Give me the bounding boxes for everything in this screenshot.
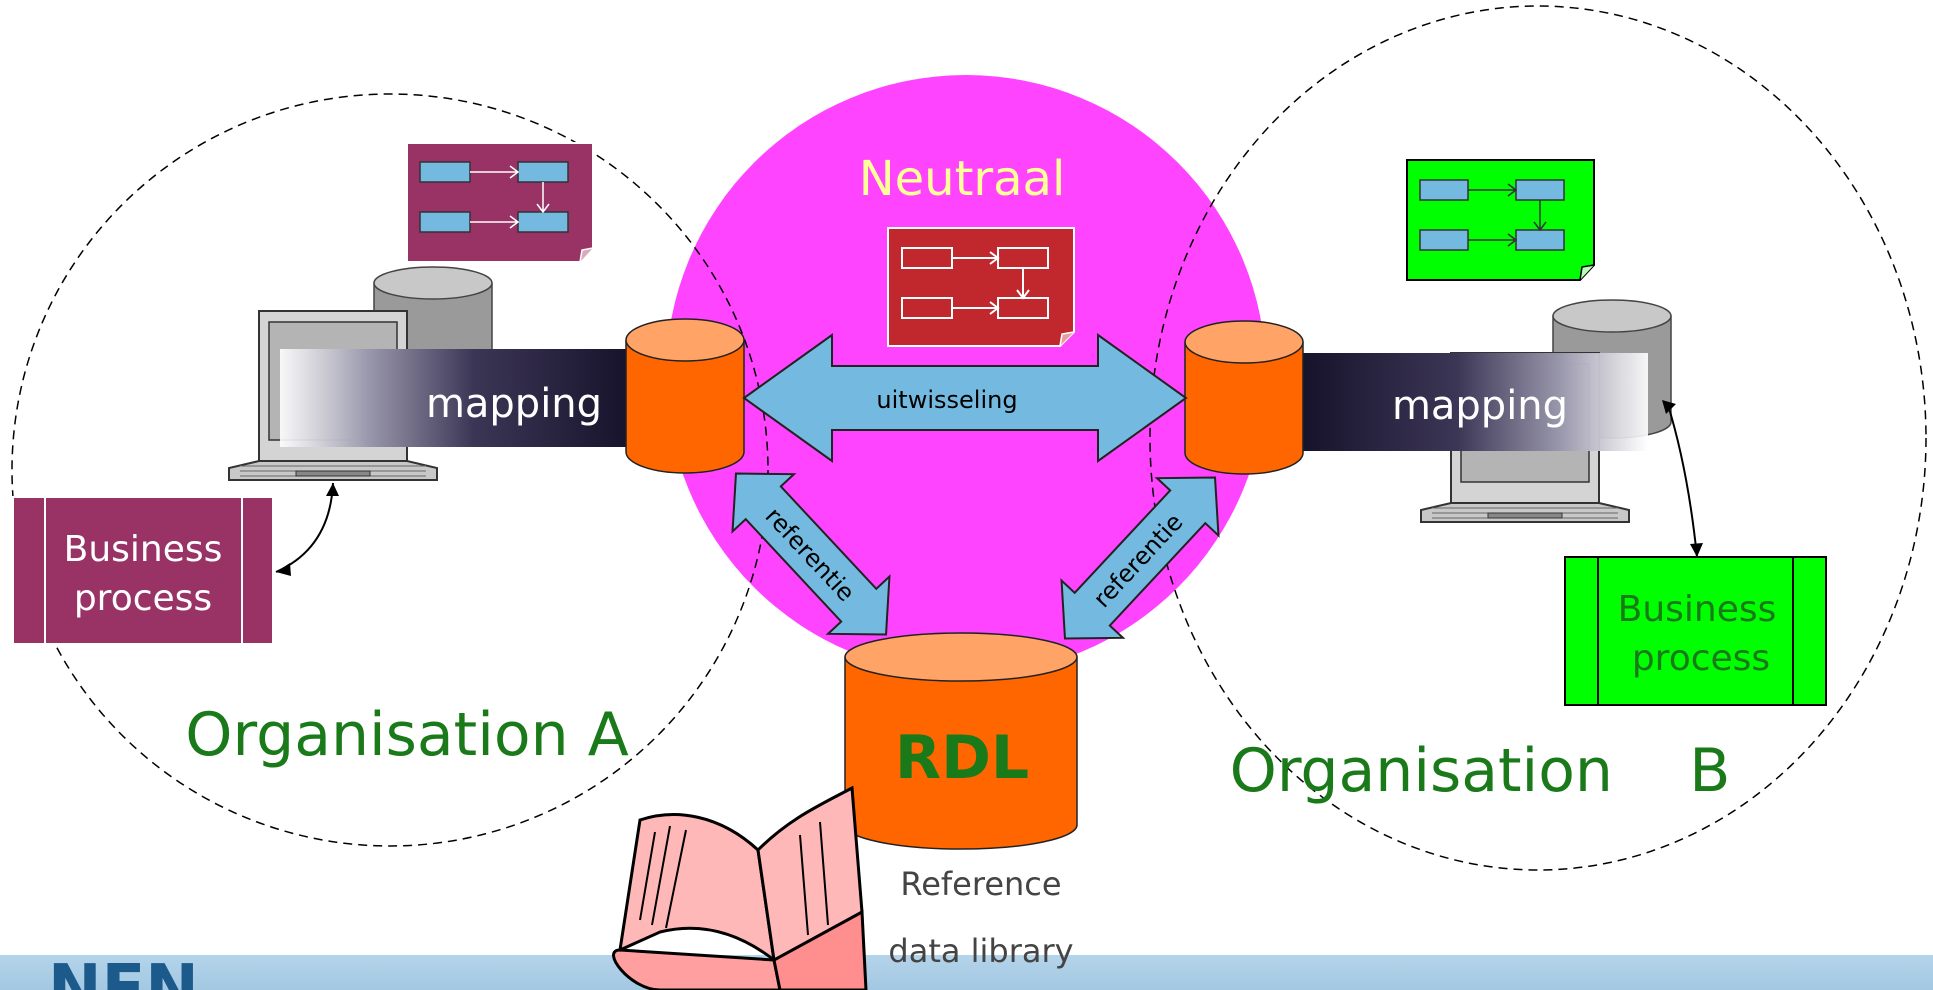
organisation-b-mapping-band	[1300, 353, 1648, 451]
organisation-b-business-process-box	[1564, 556, 1827, 706]
book-icon	[612, 785, 868, 990]
neutral-data-model-document	[887, 227, 1075, 347]
organisation-a-business-line1: Business	[64, 529, 223, 570]
organisation-b-connector-arrowhead-bottom	[1690, 543, 1703, 557]
rdl-caption-line1: Reference	[900, 865, 1061, 903]
neutral-title: Neutraal	[859, 151, 1066, 207]
organisation-a-exchange-database	[625, 318, 745, 474]
organisation-a-mapping-band	[280, 349, 632, 447]
organisation-b-business-line1: Business	[1618, 589, 1777, 630]
organisation-b-mapping-label: mapping	[1392, 383, 1568, 429]
reference-arrow-right	[1060, 476, 1220, 640]
organisation-a-boundary	[11, 93, 769, 847]
footer-logo: NEN	[48, 952, 199, 990]
footer-bar	[0, 955, 1933, 990]
organisation-a-business-process-box	[12, 496, 274, 645]
reference-arrow-left	[731, 472, 891, 636]
organisation-a-process-connector	[275, 482, 334, 573]
rdl-database	[844, 632, 1078, 850]
exchange-label: uitwisseling	[876, 386, 1017, 414]
organisation-a-label: Organisation A	[185, 700, 628, 770]
organisation-a-mapping-label: mapping	[426, 381, 602, 427]
organisation-a-data-model-document	[406, 142, 594, 263]
exchange-double-arrow	[742, 333, 1188, 463]
rdl-label: RDL	[895, 723, 1029, 793]
organisation-b-boundary	[1149, 5, 1927, 871]
organisation-b-exchange-database	[1184, 320, 1304, 475]
organisation-b-data-model-document	[1406, 159, 1595, 281]
organisation-a-business-line2: process	[74, 578, 212, 619]
organisation-b-process-connector	[1667, 404, 1698, 558]
organisation-b-business-line2: process	[1632, 638, 1770, 679]
rdl-caption-line2: data library	[888, 932, 1073, 970]
organisation-b-label: Organisation B	[1230, 736, 1731, 806]
organisation-a-connector-arrowhead-bottom	[276, 563, 291, 576]
organisation-b-connector-arrowhead-top	[1662, 400, 1676, 414]
organisation-a-connector-arrowhead-top	[326, 483, 339, 496]
